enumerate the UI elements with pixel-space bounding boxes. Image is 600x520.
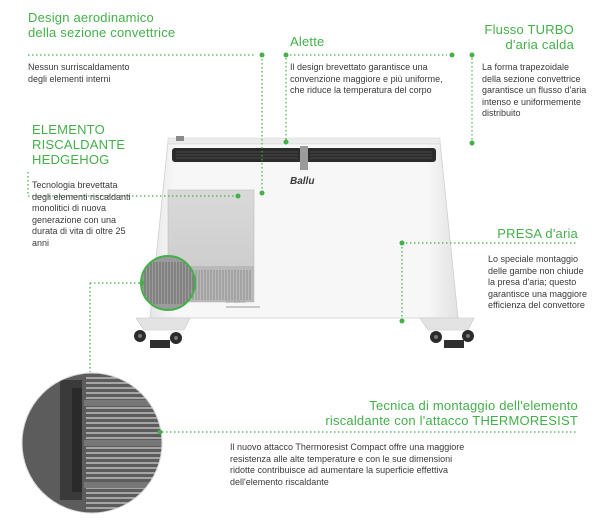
thermoresist-detail-circle [21,372,163,514]
title-tecnica: Tecnica di montaggio dell'elemento risca… [325,398,578,428]
element-highlight-circle [140,255,196,311]
desc-tecnica: Il nuovo attacco Thermoresist Compact of… [230,442,465,487]
cutaway-window [167,189,255,303]
title-design: Design aerodinamico della sezione convet… [28,10,176,40]
desc-flusso: La forma trapezoidale della sezione conv… [482,62,587,118]
legs [134,317,475,348]
desc-design: Nessun surriscaldamento degli elementi i… [28,62,130,84]
desc-presa: Lo speciale montaggio delle gambe non ch… [488,254,588,310]
title-alette: Alette [290,34,325,49]
callout-lines [27,54,578,433]
signature-mark: Evolution [225,300,246,305]
callout-dots [139,52,475,435]
model-label [226,306,260,308]
title-flusso: Flusso TURBO d'aria calda [484,22,574,52]
title-presa: PRESA d'aria [497,226,578,241]
brand-logo: Ballu [290,176,315,187]
desc-alette: Il design brevettato garantisce una conv… [290,62,443,95]
desc-elemento: Tecnologia brevettata degli elementi ris… [32,180,131,248]
top-grille [172,146,436,170]
title-elemento: ELEMENTO RISCALDANTE HEDGEHOG [32,122,126,167]
